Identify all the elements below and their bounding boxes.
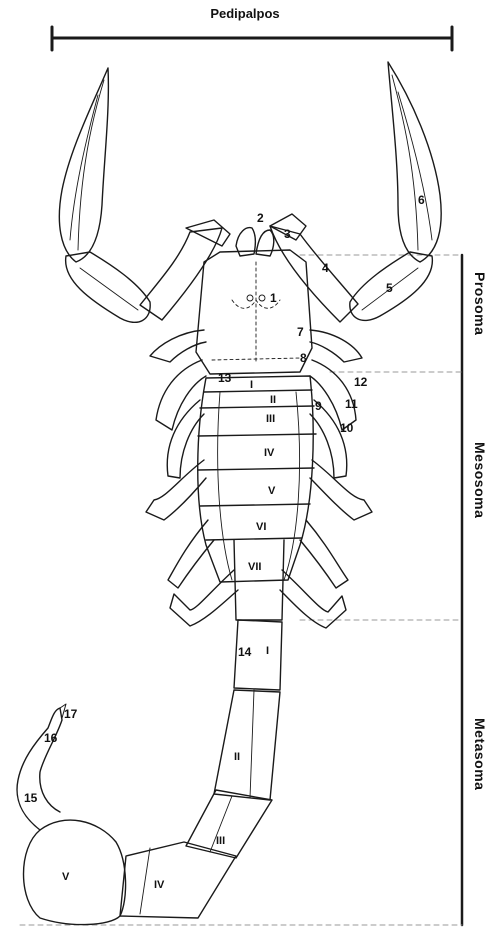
carapace (196, 250, 312, 374)
pedipalp-span-bar (52, 27, 452, 50)
region-label-prosoma: Prosoma (472, 272, 488, 335)
mesosoma-segment-V: V (268, 486, 275, 497)
metasoma-segment-I: I (266, 646, 269, 657)
label-2: 2 (257, 212, 264, 224)
label-4: 4 (322, 262, 329, 274)
mesosoma-segment-IV: IV (264, 448, 274, 459)
region-divider-lines (20, 255, 462, 925)
label-10: 10 (340, 422, 353, 434)
label-6: 6 (418, 194, 425, 206)
metasoma-tail (17, 620, 282, 925)
label-1: 1 (270, 292, 277, 304)
label-12: 12 (354, 376, 367, 388)
mesosoma-segment-I: I (250, 380, 253, 391)
mesosoma-segment-VI: VI (256, 522, 266, 533)
label-9: 9 (315, 400, 322, 412)
label-14: 14 (238, 646, 251, 658)
metasoma-segment-V: V (62, 872, 69, 883)
label-15: 15 (24, 792, 37, 804)
label-11: 11 (345, 398, 358, 410)
mesosoma-segment-III: III (266, 414, 275, 425)
mesosoma-body (198, 376, 316, 620)
right-pedipalp (270, 62, 441, 322)
label-3: 3 (284, 228, 291, 240)
label-7: 7 (297, 326, 304, 338)
mesosoma-segment-II: II (270, 395, 276, 406)
region-label-metasoma: Metasoma (472, 718, 488, 790)
label-8: 8 (300, 352, 307, 364)
label-5: 5 (386, 282, 393, 294)
pedipalps-title: Pedipalpos (0, 6, 490, 21)
label-17: 17 (64, 708, 77, 720)
mesosoma-segment-VII: VII (248, 562, 261, 573)
metasoma-segment-III: III (216, 836, 225, 847)
metasoma-segment-II: II (234, 752, 240, 763)
label-16: 16 (44, 732, 57, 744)
region-label-mesosoma: Mesosoma (472, 442, 488, 518)
label-13: 13 (218, 372, 231, 384)
left-pedipalp (59, 68, 230, 322)
metasoma-segment-IV: IV (154, 880, 164, 891)
